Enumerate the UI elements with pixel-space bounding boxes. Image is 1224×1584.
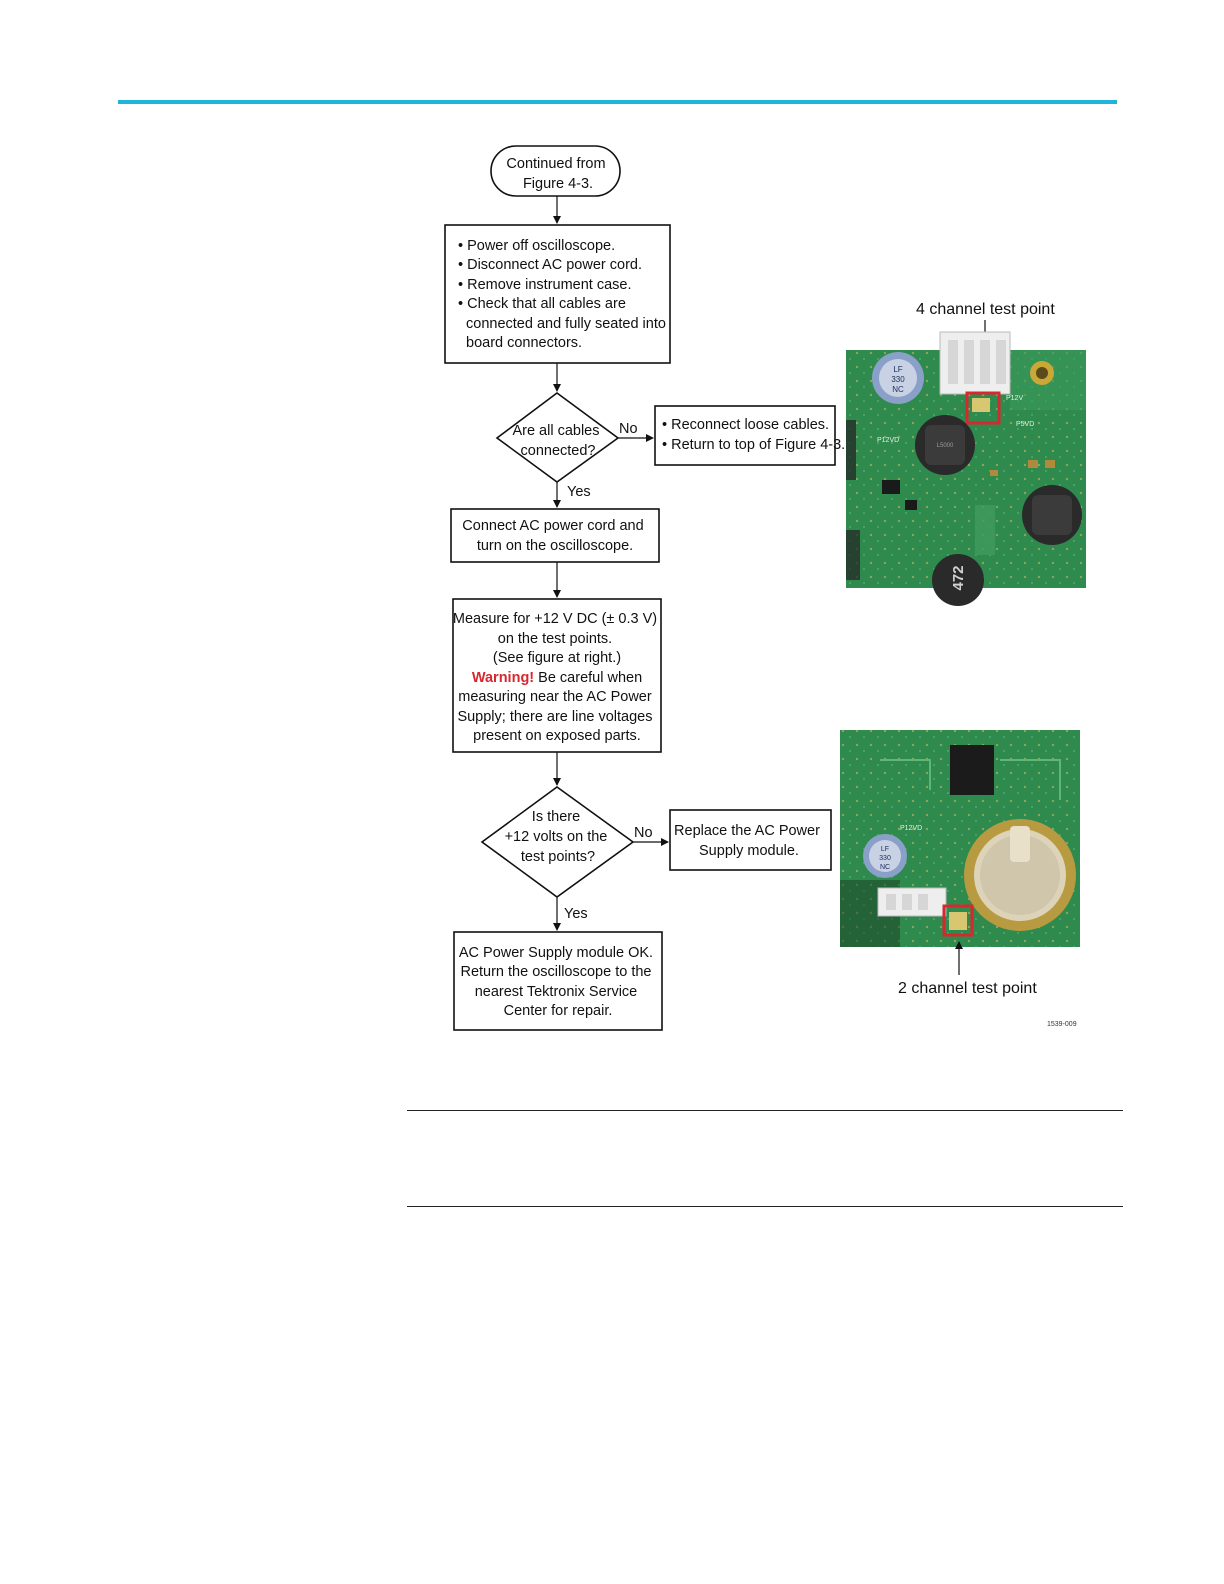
flow-decision-cables: Are all cables connected? [495, 392, 620, 483]
flow-end-line: AC Power Supply module OK. [459, 945, 653, 961]
flow-end-line: Center for repair. [504, 1003, 613, 1019]
flow-decision-line: Are all cables [512, 423, 599, 439]
flow-step-line: • Disconnect AC power cord. [458, 257, 642, 273]
flow-step-line: turn on the oscilloscope. [477, 538, 633, 554]
board-silkscreen: P12VD [877, 437, 899, 444]
flow-step-line: Supply module. [699, 843, 799, 859]
flow-decision-cables-text: Are all cables connected? [512, 423, 603, 459]
capacitor-marking: 330 [879, 855, 891, 862]
flow-step-line: present on exposed parts. [473, 728, 641, 744]
flow-start-line: Continued from [506, 156, 605, 172]
flow-decision-line: test points? [521, 849, 595, 865]
flow-start-node: Continued from Figure 4-3. [490, 145, 621, 197]
flow-yes-label: Yes [567, 484, 591, 500]
flow-step-line: • Power off oscilloscope. [458, 238, 615, 254]
inductor-marking: L5000 [937, 443, 954, 449]
note-top-rule [407, 1110, 1123, 1111]
board-silkscreen: P12V [1006, 395, 1023, 402]
flow-step-line: (See figure at right.) [493, 650, 621, 666]
flow-decision-voltage-text: Is there +12 volts on the test points? [505, 809, 612, 865]
warning-label: Warning! [472, 670, 534, 686]
header-accent-rule [118, 100, 1117, 104]
capacitor-marking: LF [893, 365, 902, 374]
flow-end-node: AC Power Supply module OK. Return the os… [453, 931, 663, 1031]
flow-step-replace-supply-text: Replace the AC Power Supply module. [674, 823, 824, 859]
flow-step-measure-text: Measure for +12 V DC (± 0.3 V) on the te… [453, 611, 661, 666]
capacitor-marking: NC [892, 385, 904, 394]
flow-step-line: Supply; there are line voltages [457, 709, 652, 725]
flow-end-line: nearest Tektronix Service [475, 984, 638, 1000]
photo2-test-point-highlight [942, 904, 974, 937]
capacitor-marking: LF [881, 846, 889, 853]
flow-step-line: board connectors. [466, 335, 582, 351]
flow-step-line: • Check that all cables are [458, 296, 626, 312]
flow-end-text: AC Power Supply module OK. Return the os… [459, 945, 657, 1019]
inductor-marking: 472 [950, 565, 967, 590]
flow-warning-line: Warning! Be careful when [472, 670, 642, 686]
flow-step-power-off: • Power off oscilloscope. • Disconnect A… [444, 224, 671, 364]
flow-step-line: Measure for +12 V DC (± 0.3 V) [453, 611, 657, 627]
flow-yes-label: Yes [564, 906, 588, 922]
flow-step-power-off-text: • Power off oscilloscope. • Disconnect A… [458, 238, 670, 351]
flow-decision-line: connected? [521, 443, 596, 459]
flow-step-reconnect: • Reconnect loose cables. • Return to to… [654, 405, 845, 466]
photo1-test-point-highlight [965, 391, 1001, 425]
flow-step-line: connected and fully seated into [466, 316, 666, 332]
flow-step-line: • Return to top of Figure 4-3. [662, 437, 845, 453]
capacitor-marking: 330 [891, 375, 905, 384]
photo1-caption: 4 channel test point [916, 301, 1055, 318]
board-silkscreen: P12VD [900, 825, 922, 832]
flow-end-line: Return the oscilloscope to the [460, 964, 651, 980]
flow-no-label: No [619, 421, 638, 437]
flow-step-measure: Measure for +12 V DC (± 0.3 V) on the te… [452, 598, 662, 753]
flow-start-line: Figure 4-3. [523, 176, 593, 192]
flow-step-line: measuring near the AC Power [458, 689, 652, 705]
warning-text: Be careful when [534, 670, 642, 686]
flow-step-line: Replace the AC Power [674, 823, 820, 839]
flow-step-replace-supply: Replace the AC Power Supply module. [669, 809, 832, 871]
note-bottom-rule [407, 1206, 1123, 1207]
flow-step-line: • Remove instrument case. [458, 277, 632, 293]
flow-step-connect-power: Connect AC power cord and turn on the os… [450, 508, 660, 563]
flow-decision-voltage: Is there +12 volts on the test points? [480, 786, 635, 898]
flow-step-connect-power-text: Connect AC power cord and turn on the os… [462, 518, 647, 554]
flow-start-text: Continued from Figure 4-3. [506, 156, 609, 192]
flow-step-line: Connect AC power cord and [462, 518, 643, 534]
figure-id: 1539-009 [1047, 1021, 1077, 1028]
flow-step-line: • Reconnect loose cables. [662, 417, 829, 433]
photo-2-channel-board: LF 330 NC P12VD [840, 730, 1080, 947]
capacitor-marking: NC [880, 864, 890, 871]
board-silkscreen: P5VD [1016, 421, 1034, 428]
photo-4-channel-board: LF 330 NC P12V P5VD P12VD L5000 472 [846, 331, 1086, 606]
flow-step-line: on the test points. [498, 631, 612, 647]
photo2-caption: 2 channel test point [898, 980, 1037, 997]
flow-decision-line: +12 volts on the [505, 829, 608, 845]
flow-step-reconnect-text: • Reconnect loose cables. • Return to to… [662, 417, 845, 453]
flow-decision-line: Is there [532, 809, 580, 825]
flow-step-measure-text-after: measuring near the AC Power Supply; ther… [457, 689, 656, 744]
flow-no-label: No [634, 825, 653, 841]
